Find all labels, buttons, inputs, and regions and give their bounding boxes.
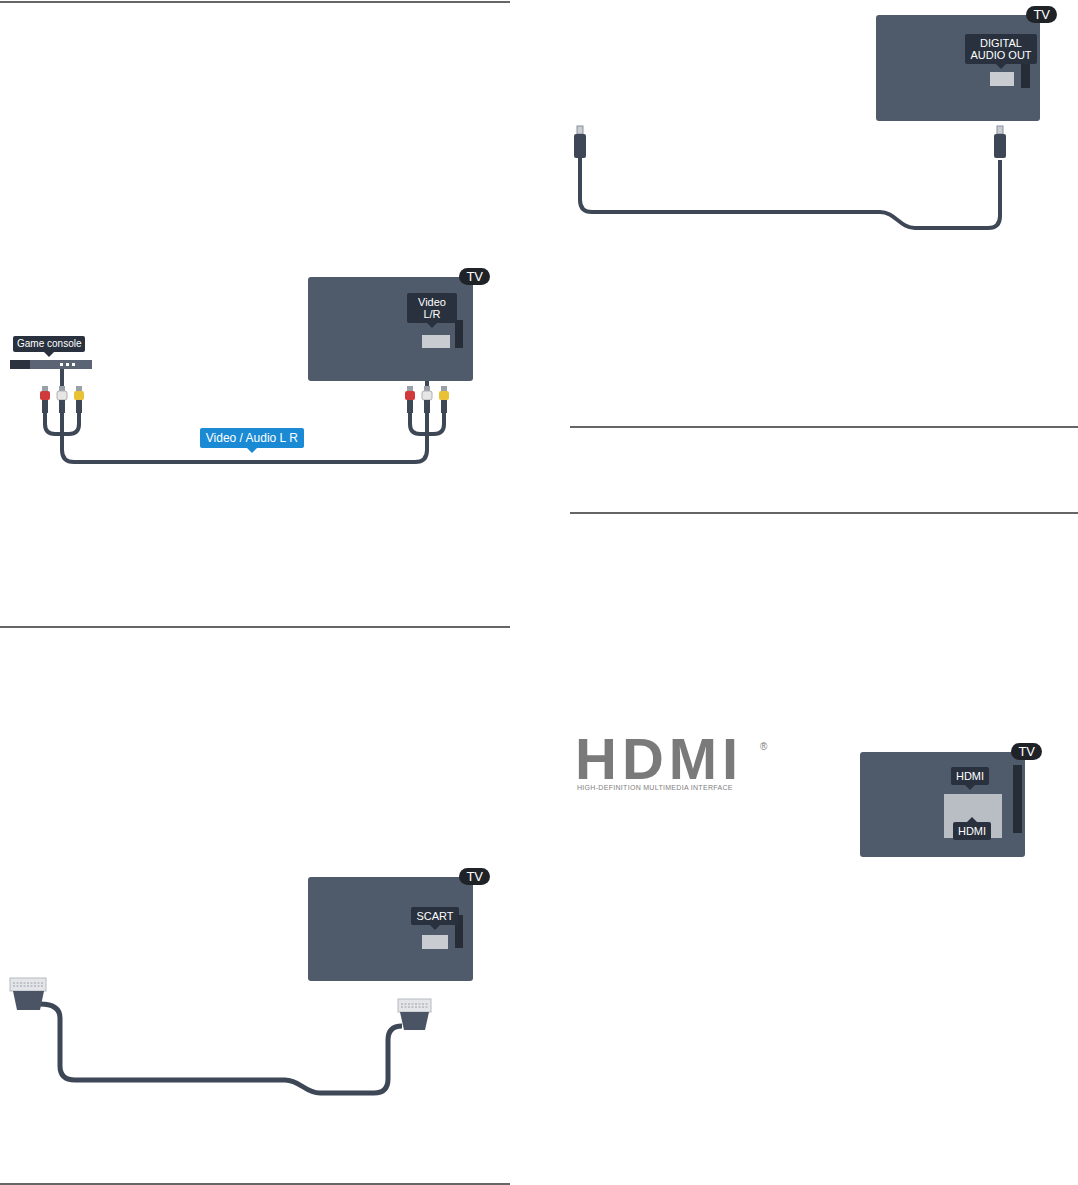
side-panel-bar bbox=[1013, 765, 1022, 833]
callout-pointer bbox=[427, 323, 437, 328]
tv-tag: TV bbox=[459, 868, 490, 885]
tv-set: TVHDMIHDMI bbox=[860, 752, 1025, 857]
port-name: Video L/R bbox=[418, 296, 446, 320]
cable-label: Video / Audio L R bbox=[200, 428, 304, 448]
port-callout: HDMI bbox=[951, 767, 989, 785]
device-name: Game console bbox=[17, 338, 81, 349]
coax-cable bbox=[580, 158, 1000, 228]
hdmi-tagline: HIGH-DEFINITION MULTIMEDIA INTERFACE bbox=[577, 784, 733, 792]
port-name: DIGITAL AUDIO OUT bbox=[970, 37, 1031, 61]
port-socket bbox=[990, 72, 1014, 86]
rca-plug-right bbox=[405, 386, 449, 413]
hdmi-logo-text: HDMI bbox=[575, 726, 743, 791]
device-label: Game console bbox=[13, 336, 85, 352]
rca-plug-left bbox=[40, 386, 84, 413]
console-front bbox=[10, 360, 30, 369]
game-console: Game console bbox=[10, 336, 92, 369]
rca-plugs bbox=[40, 386, 449, 413]
hdmi-logo: HDMI bbox=[575, 728, 743, 790]
port-callout: SCART bbox=[411, 907, 458, 925]
registered-mark-text: ® bbox=[760, 741, 767, 752]
cable-name: Video / Audio L R bbox=[206, 431, 298, 445]
side-panel-bar bbox=[1021, 64, 1030, 88]
console-body bbox=[10, 360, 92, 369]
scart-plug-left bbox=[10, 978, 46, 1010]
tv-label: TV bbox=[1018, 744, 1035, 759]
console-light bbox=[66, 363, 69, 366]
callout-pointer bbox=[996, 64, 1006, 69]
tv-set: TVSCART bbox=[308, 877, 473, 981]
coax-plug-left bbox=[574, 126, 586, 158]
console-light bbox=[60, 363, 63, 366]
port-callout: Video L/R bbox=[407, 293, 457, 323]
av-cable bbox=[62, 369, 427, 462]
registered-mark: ® bbox=[760, 741, 767, 752]
port-name: HDMI bbox=[958, 825, 986, 837]
scart-cable bbox=[40, 1004, 402, 1093]
port-callout: HDMI bbox=[953, 822, 991, 840]
tv-tag: TV bbox=[459, 268, 490, 285]
tv-tag: TV bbox=[1011, 743, 1042, 760]
callout-pointer bbox=[430, 925, 440, 930]
hdmi-tagline-text: HIGH-DEFINITION MULTIMEDIA INTERFACE bbox=[577, 784, 733, 791]
console-light bbox=[72, 363, 75, 366]
callout-pointer bbox=[247, 448, 257, 453]
scart-plug-right bbox=[398, 999, 431, 1030]
callout-pointer bbox=[44, 352, 54, 357]
scart-pins bbox=[13, 983, 428, 1007]
callout-pointer bbox=[967, 817, 977, 822]
coax-plug-right bbox=[994, 126, 1006, 158]
port-name: HDMI bbox=[956, 770, 984, 782]
port-socket bbox=[422, 335, 450, 348]
tv-set: TVVideo L/R bbox=[308, 277, 473, 381]
tv-set: TVDIGITAL AUDIO OUT bbox=[876, 15, 1040, 121]
callout-pointer bbox=[965, 785, 975, 790]
tv-label: TV bbox=[1033, 7, 1050, 22]
port-callout: DIGITAL AUDIO OUT bbox=[965, 34, 1037, 64]
tv-tag: TV bbox=[1026, 6, 1057, 23]
port-socket bbox=[422, 935, 448, 949]
tv-label: TV bbox=[466, 269, 483, 284]
tv-label: TV bbox=[466, 869, 483, 884]
side-panel-bar bbox=[455, 320, 463, 348]
port-name: SCART bbox=[416, 910, 453, 922]
